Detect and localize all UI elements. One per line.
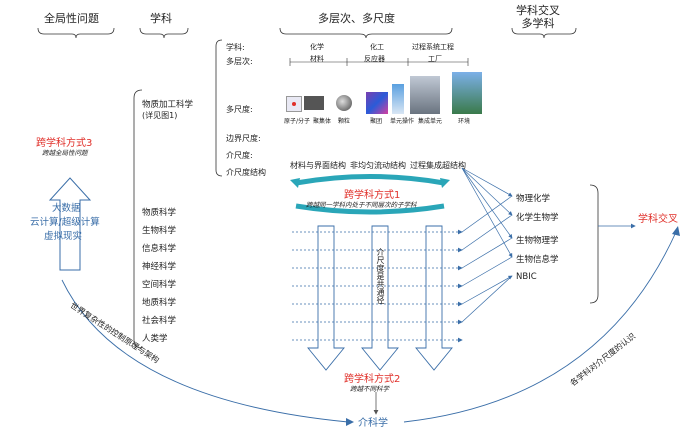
label-discipline: 学科:: [226, 43, 245, 52]
header-discipline: 学科: [150, 12, 172, 25]
cross-item-3: 生物信息学: [516, 255, 559, 265]
discipline-material-processing: 物质加工科学: [142, 100, 194, 110]
bracket-cross: [511, 27, 577, 39]
discipline-item-1: 生物科学: [142, 226, 177, 236]
scale-img-aggregate: [304, 96, 324, 110]
col3-bottom: 工厂: [428, 55, 442, 63]
header-global: 全局性问题: [44, 12, 99, 25]
scale-label-5: 集成单元: [418, 118, 443, 125]
discipline-material-processing-note: (详见图1): [142, 111, 178, 120]
mode1-title: 跨学科方式1: [344, 190, 401, 201]
bigdata-line1: 大数据: [52, 203, 81, 214]
structure-item-0: 材料与界面结构: [290, 161, 346, 170]
mode2-sub: 跨越不同科学: [350, 385, 389, 393]
col1-bottom: 材料: [310, 55, 324, 63]
bigdata-line2: 云计算/超级计算: [30, 217, 100, 228]
cross-label: 学科交叉: [638, 214, 678, 225]
label-meso-structure: 介尺度结构: [226, 168, 266, 177]
discipline-item-0: 物质科学: [142, 208, 177, 218]
label-multilevel: 多层次:: [226, 57, 253, 66]
col2-bottom: 反应器: [364, 55, 385, 63]
mode2-title: 跨学科方式2: [344, 374, 401, 385]
discipline-item-3: 神经科学: [142, 262, 177, 272]
discipline-item-6: 社会科学: [142, 316, 177, 326]
bigdata-line3: 虚拟现实: [44, 231, 83, 242]
discipline-item-4: 空间科学: [142, 280, 177, 290]
down-arrow-3: [415, 225, 453, 371]
bracket-cross-items: [589, 184, 599, 304]
scale-img-environment: [452, 72, 482, 114]
scale-label-4: 单元操作: [390, 118, 415, 125]
bracket-disciplines: [133, 89, 143, 349]
down-arrow-2: [361, 225, 399, 371]
down-arrow-1: [307, 225, 345, 371]
curve-right: [403, 231, 677, 423]
col2-top: 化工: [370, 43, 384, 51]
scale-img-integrated: [410, 76, 440, 114]
scale-label-1: 聚集体: [313, 118, 332, 125]
col3-top: 过程系统工程: [412, 43, 454, 51]
discipline-item-7: 人类学: [142, 334, 168, 344]
discipline-item-5: 地质科学: [142, 298, 177, 308]
cross-item-1: 化学生物学: [516, 213, 559, 223]
cross-item-2: 生物物理学: [516, 236, 559, 246]
scale-img-atom: [286, 96, 302, 112]
header-multi: 多层次、多尺度: [318, 12, 395, 25]
structure-item-1: 非均匀流动结构: [350, 161, 406, 170]
col1-top: 化学: [310, 43, 324, 51]
scale-img-unit: [392, 84, 404, 114]
bracket-global: [37, 27, 115, 39]
discipline-item-2: 信息科学: [142, 244, 177, 254]
scale-label-2: 颗粒: [338, 118, 351, 125]
curve-left: [61, 279, 349, 423]
label-meso: 介尺度:: [226, 151, 253, 160]
scale-label-0: 原子/分子: [284, 118, 311, 125]
mode1-sub: 跨越同一学科内处于不同层次的子学科: [306, 201, 417, 209]
bracket-discipline: [139, 27, 189, 39]
meso-arrow-text: 介尺度是共通径: [376, 248, 385, 304]
mode3-sub: 跨越全局性问题: [42, 149, 88, 157]
bracket-multi: [279, 27, 453, 39]
scale-label-6: 环境: [458, 118, 471, 125]
structure-item-2: 过程集成超结构: [410, 161, 466, 170]
cross-item-0: 物理化学: [516, 194, 551, 204]
label-boundary: 边界尺度:: [226, 134, 261, 143]
header-cross: 学科交叉 多学科: [516, 4, 560, 30]
label-multiscale: 多尺度:: [226, 105, 253, 114]
cross-item-4: NBIC: [516, 272, 537, 282]
bracket-levels: [215, 39, 223, 177]
scale-label-3: 聚团: [370, 118, 383, 125]
mode3-title: 跨学科方式3: [36, 138, 93, 149]
scale-img-cluster: [366, 92, 388, 114]
scale-img-particle: [336, 95, 352, 111]
bottom-title: 介科学: [358, 418, 388, 429]
